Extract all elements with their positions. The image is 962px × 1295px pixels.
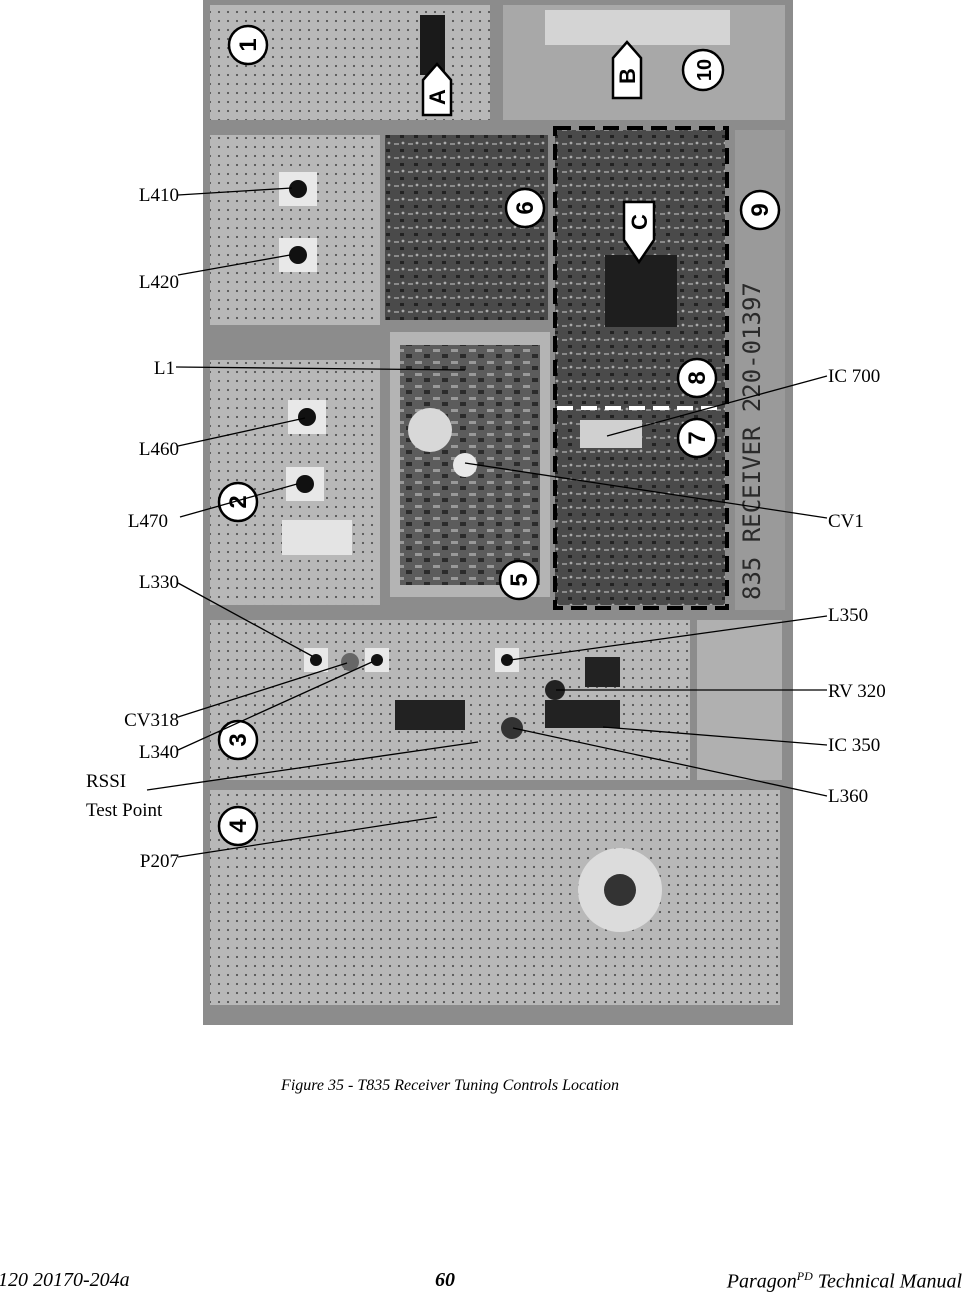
marker-c-arrow: C — [622, 200, 656, 265]
svg-text:4: 4 — [225, 819, 252, 833]
svg-text:3: 3 — [225, 733, 252, 746]
leader-lines — [146, 187, 828, 858]
label-ic350: IC 350 — [828, 735, 881, 756]
section-marker-9: 9 — [739, 189, 781, 231]
section-marker-7: 7 — [676, 417, 718, 459]
svg-text:1: 1 — [235, 38, 262, 51]
svg-text:6: 6 — [512, 201, 539, 214]
figure-caption: Figure 35 - T835 Receiver Tuning Control… — [281, 1077, 619, 1094]
svg-text:9: 9 — [747, 203, 774, 216]
section-marker-1: 1 — [227, 24, 269, 66]
label-cv1: CV1 — [828, 511, 864, 532]
svg-text:A: A — [425, 89, 450, 105]
section-marker-5: 5 — [498, 559, 540, 601]
label-l350: L350 — [828, 605, 869, 626]
footer-manual-name: Technical Manual — [812, 1270, 962, 1293]
label-l1: L1 — [153, 358, 175, 379]
label-l410: L410 — [138, 185, 179, 206]
section-marker-4: 4 — [217, 805, 259, 847]
label-l360: L360 — [828, 786, 869, 807]
footer-brand-superscript: PD — [796, 1269, 813, 1283]
label-rssi: RSSI — [86, 771, 127, 792]
section-marker-3: 3 — [217, 719, 259, 761]
svg-text:5: 5 — [506, 573, 533, 586]
svg-text:8: 8 — [684, 371, 711, 384]
label-p207: P207 — [139, 851, 179, 872]
marker-b-arrow: B — [611, 40, 643, 100]
footer-doc-number: 120 20170-204a — [0, 1269, 130, 1291]
marker-a-arrow: A — [421, 62, 453, 117]
label-l330: L330 — [138, 572, 179, 593]
label-cv318: CV318 — [124, 710, 179, 731]
section-marker-6: 6 — [504, 187, 546, 229]
section-marker-2: 2 — [217, 481, 259, 523]
svg-text:7: 7 — [684, 431, 711, 444]
label-l420: L420 — [138, 272, 179, 293]
label-test-point: Test Point — [86, 800, 163, 821]
svg-text:B: B — [615, 68, 640, 84]
label-rv320: RV 320 — [828, 681, 886, 702]
receiver-board-photo: 835 RECEIVER 220-01397 1 2 3 4 5 6 7 8 9… — [146, 0, 828, 1025]
svg-text:10: 10 — [694, 59, 716, 81]
footer-brand: Paragon — [726, 1270, 797, 1293]
label-l460: L460 — [138, 439, 179, 460]
section-marker-8: 8 — [676, 357, 718, 399]
label-ic700: IC 700 — [828, 366, 881, 387]
label-l340: L340 — [138, 742, 179, 763]
label-l470: L470 — [127, 511, 168, 532]
section-marker-10: 10 — [681, 48, 725, 92]
svg-text:C: C — [627, 214, 652, 230]
board-silkscreen: 835 RECEIVER 220-01397 — [738, 282, 766, 600]
footer-page-number: 60 — [435, 1269, 455, 1291]
footer-manual-title: ParagonPD Technical Manual — [727, 1269, 962, 1294]
